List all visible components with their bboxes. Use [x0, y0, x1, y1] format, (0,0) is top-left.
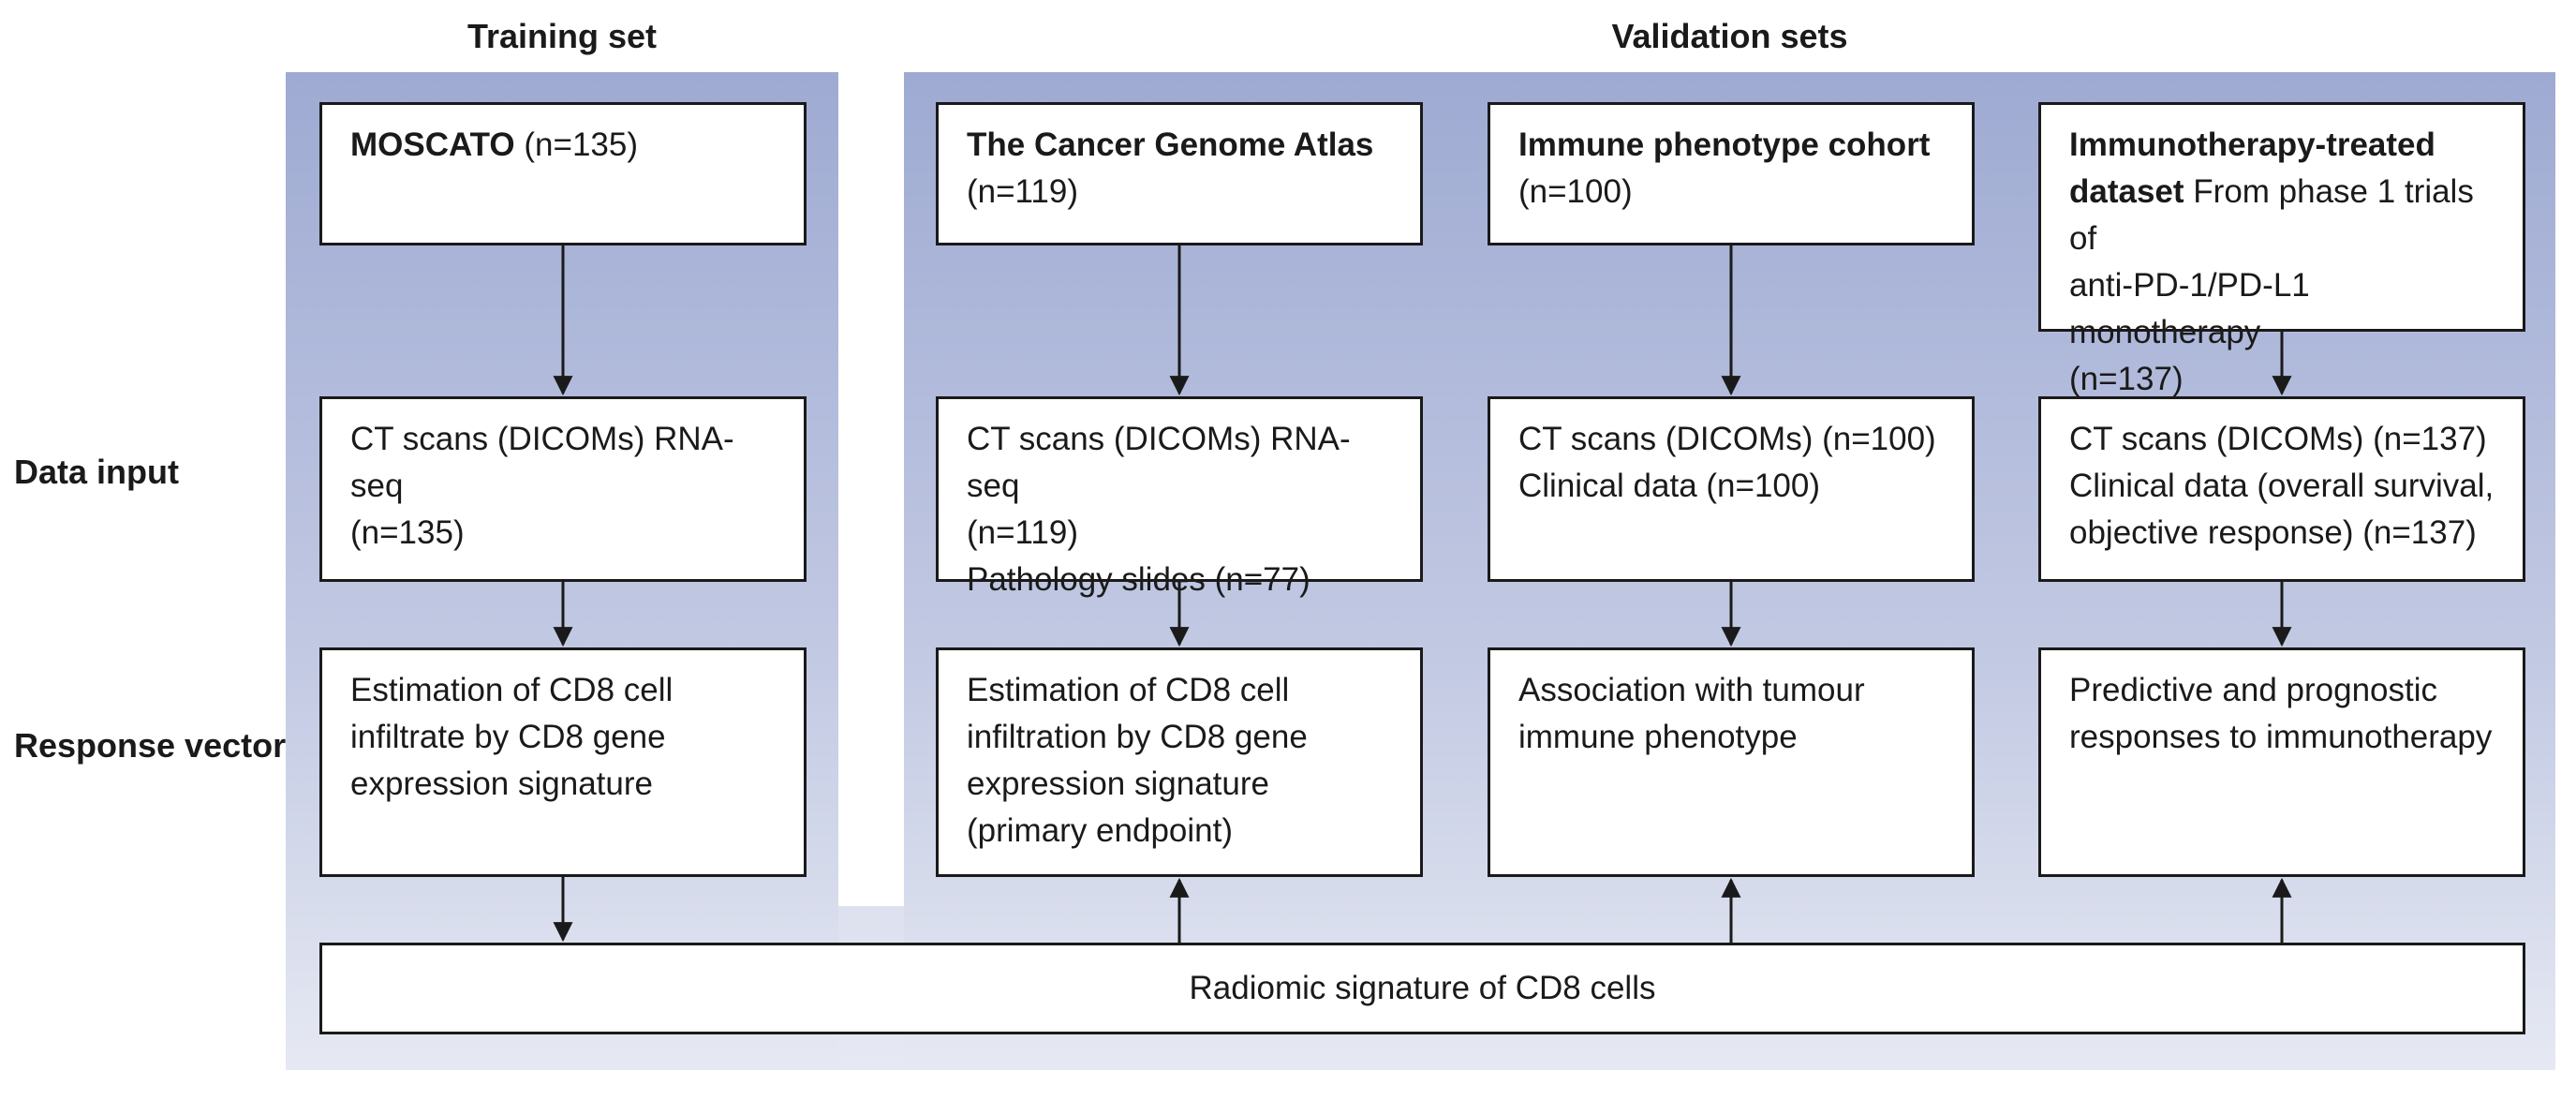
tcga-response-line: Estimation of CD8 cell [967, 672, 1290, 708]
immune-n: (n=100) [1518, 173, 1633, 210]
validation-sets-title: Validation sets [1611, 17, 1848, 55]
data-input-label: Data input [14, 453, 179, 491]
tcga-n: (n=119) [967, 173, 1079, 210]
immune-response-line: immune phenotype [1518, 719, 1798, 755]
tcga-response-line: infiltration by CD8 gene [967, 719, 1308, 755]
immuno-name-line2: dataset [2069, 173, 2184, 210]
immuno-response-line: responses to immunotherapy [2069, 719, 2493, 755]
immuno-response-line: Predictive and prognostic [2069, 672, 2437, 708]
moscato-response-line: Estimation of CD8 cell [350, 672, 674, 708]
radiomic-signature-box: Radiomic signature of CD8 cells [319, 943, 2525, 1034]
immuno-n: (n=137) [2069, 361, 2184, 397]
tcga-data-box: CT scans (DICOMs) RNA-seq (n=119) Pathol… [936, 396, 1423, 598]
immune-data-line: CT scans (DICOMs) (n=100) [1518, 421, 1936, 457]
immune-phenotype-cohort-box: Immune phenotype cohort (n=100) [1488, 102, 1975, 245]
moscato-response-line: infiltrate by CD8 gene [350, 719, 666, 755]
moscato-name: MOSCATO [350, 126, 515, 163]
immuno-desc-line2: From phase 1 trials of [2069, 173, 2474, 257]
immuno-data-line: CT scans (DICOMs) (n=137) [2069, 421, 2487, 457]
immune-data-line: Clinical data (n=100) [1518, 468, 1820, 504]
immuno-name-line1: Immunotherapy-treated [2069, 126, 2435, 163]
tcga-response-line: (primary endpoint) [967, 812, 1233, 849]
immuno-data-line: Clinical data (overall survival, [2069, 468, 2495, 504]
tcga-response-line: expression signature [967, 766, 1269, 802]
immune-data-box: CT scans (DICOMs) (n=100) Clinical data … [1488, 396, 1975, 582]
immune-response-box: Association with tumour immune phenotype [1488, 647, 1975, 877]
tcga-cohort-box: The Cancer Genome Atlas (n=119) [936, 102, 1423, 245]
immuno-desc-line3: anti-PD-1/PD-L1 monotherapy [2069, 267, 2310, 350]
moscato-response-box: Estimation of CD8 cell infiltrate by CD8… [319, 647, 807, 877]
immuno-data-box: CT scans (DICOMs) (n=137) Clinical data … [2038, 396, 2525, 582]
moscato-data-line: CT scans (DICOMs) RNA-seq [350, 421, 734, 504]
immuno-response-box: Predictive and prognostic responses to i… [2038, 647, 2525, 877]
moscato-cohort-box: MOSCATO (n=135) [319, 102, 807, 245]
moscato-data-line: (n=135) [350, 514, 465, 551]
immuno-data-line: objective response) (n=137) [2069, 514, 2477, 551]
training-set-title: Training set [466, 17, 658, 55]
immune-response-line: Association with tumour [1518, 672, 1865, 708]
moscato-data-box: CT scans (DICOMs) RNA-seq (n=135) [319, 396, 807, 582]
tcga-data-line: (n=119) [967, 514, 1079, 551]
tcga-name: The Cancer Genome Atlas [967, 126, 1374, 163]
immunotherapy-dataset-box: Immunotherapy-treated dataset From phase… [2038, 102, 2525, 397]
moscato-response-line: expression signature [350, 766, 653, 802]
tcga-response-box: Estimation of CD8 cell infiltration by C… [936, 647, 1423, 877]
response-vector-label: Response vector [14, 726, 287, 765]
tcga-data-line: CT scans (DICOMs) RNA-seq [967, 421, 1351, 504]
tcga-data-line: Pathology slides (n=77) [967, 561, 1310, 598]
radiomic-signature-label: Radiomic signature of CD8 cells [1189, 970, 1656, 1006]
immune-name: Immune phenotype cohort [1518, 126, 1931, 163]
moscato-n: (n=135) [524, 126, 639, 163]
